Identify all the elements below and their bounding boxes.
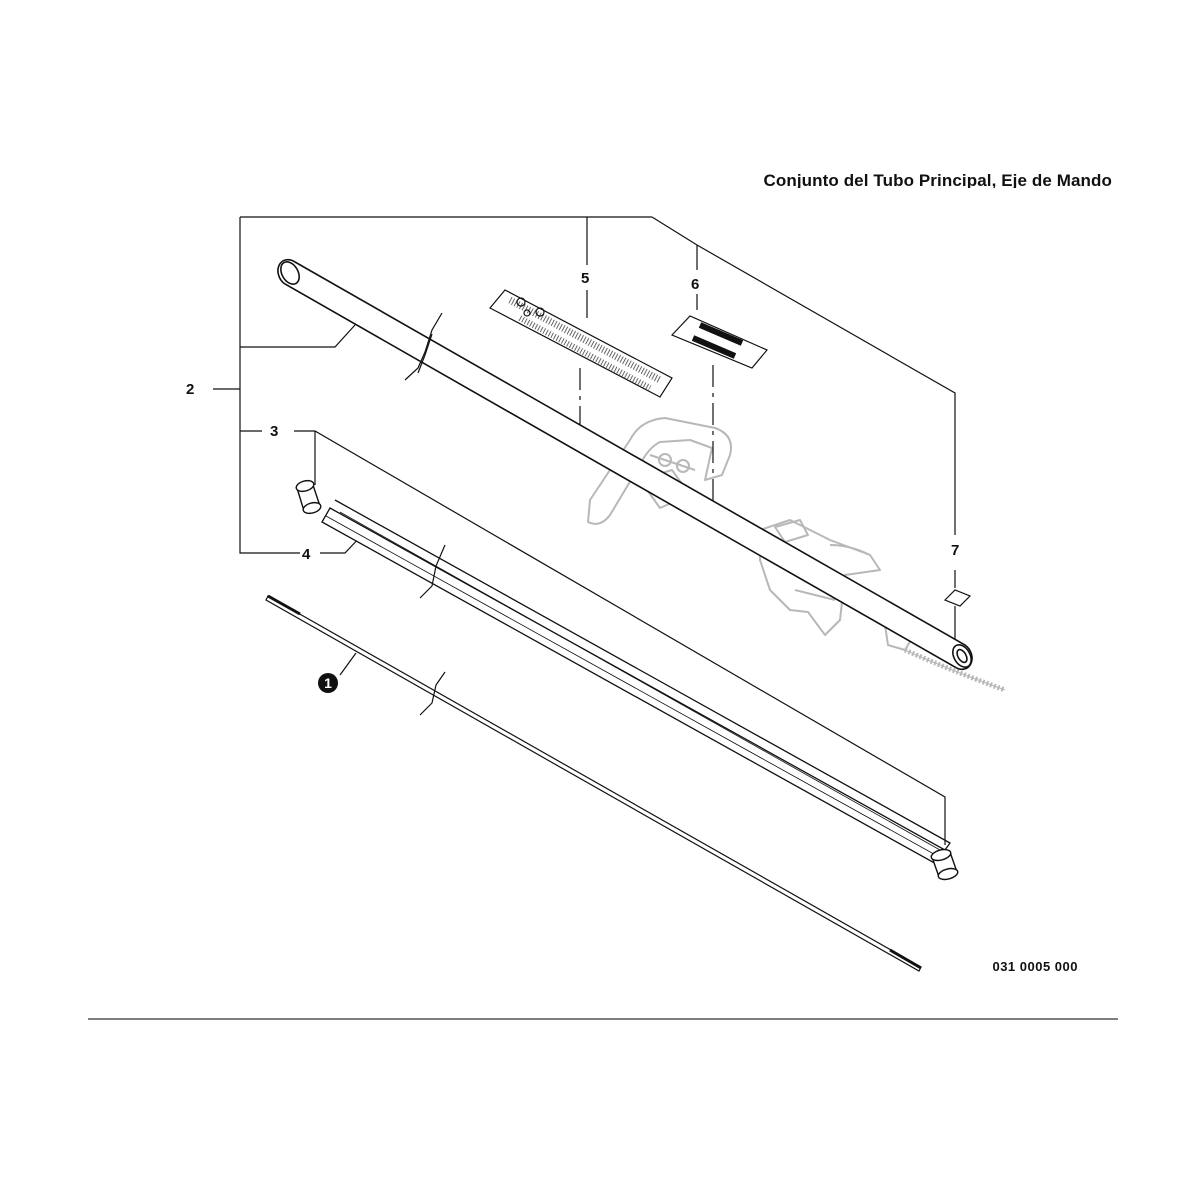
small-tag — [943, 589, 972, 607]
callout-3: 3 — [270, 423, 279, 440]
brand-decal — [670, 315, 768, 369]
catalog-number: 031 0005 000 — [992, 959, 1078, 974]
callout-2: 2 — [186, 381, 195, 398]
callout-4: 4 — [302, 546, 311, 563]
bushing-top — [295, 479, 322, 515]
callout-1: 1 — [318, 673, 338, 693]
ghost-handle-assembly — [587, 417, 1006, 693]
warning-label — [489, 289, 673, 398]
callout-7: 7 — [951, 542, 960, 559]
main-tube — [277, 258, 973, 671]
callout-5: 5 — [581, 270, 590, 287]
diagram-title: Conjunto del Tubo Principal, Eje de Mand… — [763, 171, 1112, 188]
leader-lines — [213, 216, 956, 845]
callout-6: 6 — [691, 276, 700, 293]
drive-shaft — [265, 594, 922, 972]
shaft-liner — [321, 499, 951, 866]
bushing-bottom — [930, 848, 959, 881]
